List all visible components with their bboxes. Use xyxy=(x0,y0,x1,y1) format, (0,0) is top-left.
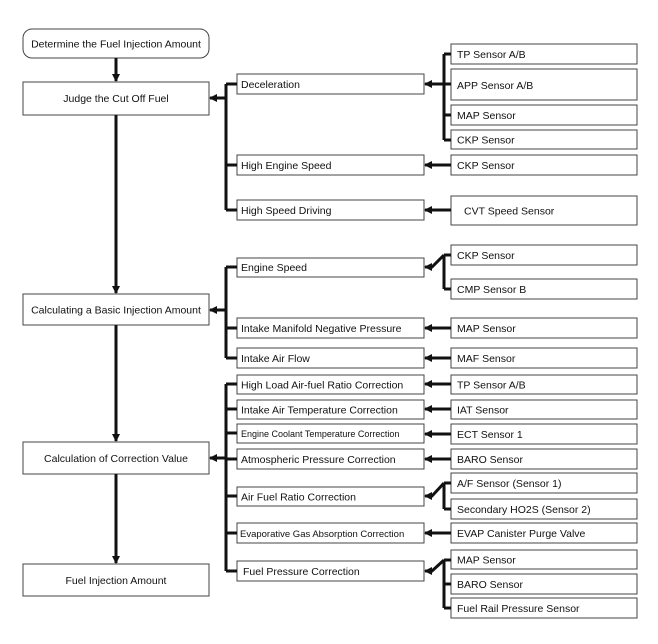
box-sensor-iat: IAT Sensor xyxy=(450,399,638,420)
label-sensor-ckp-1: CKP Sensor xyxy=(457,135,515,147)
box-sensor-fuel-rail: Fuel Rail Pressure Sensor xyxy=(450,597,638,619)
box-sensor-baro-2: BARO Sensor xyxy=(450,573,638,595)
label-intake-air-flow: Intake Air Flow xyxy=(241,353,310,365)
box-engine-speed: Engine Speed xyxy=(236,257,425,278)
label-determine-fuel-injection-amount: Determine the Fuel Injection Amount xyxy=(31,39,201,51)
label-fuel-pressure-correction: Fuel Pressure Correction xyxy=(243,566,360,578)
label-sensor-iat: IAT Sensor xyxy=(457,405,509,417)
middle-column-boxes: Deceleration High Engine Speed High Spee… xyxy=(236,73,425,582)
box-engine-coolant-temperature-correction: Engine Coolant Temperature Correction xyxy=(236,423,425,444)
label-engine-speed: Engine Speed xyxy=(241,262,307,274)
label-sensor-evap-purge: EVAP Canister Purge Valve xyxy=(457,528,586,540)
label-atmospheric-pressure-correction: Atmospheric Pressure Correction xyxy=(241,454,396,466)
label-sensor-maf: MAF Sensor xyxy=(457,353,516,365)
box-evaporative-gas-absorption-correction: Evaporative Gas Absorption Correction xyxy=(236,522,425,544)
label-sensor-fuel-rail: Fuel Rail Pressure Sensor xyxy=(457,603,580,615)
box-atmospheric-pressure-correction: Atmospheric Pressure Correction xyxy=(236,448,425,470)
label-intake-air-temperature-correction: Intake Air Temperature Correction xyxy=(241,405,398,417)
box-high-engine-speed: High Engine Speed xyxy=(236,154,425,176)
label-sensor-af-sensor-1: A/F Sensor (Sensor 1) xyxy=(457,478,561,490)
label-evaporative-gas-absorption-correction: Evaporative Gas Absorption Correction xyxy=(240,529,404,540)
label-sensor-map-3: MAP Sensor xyxy=(457,555,516,567)
box-judge-cut-off-fuel: Judge the Cut Off Fuel xyxy=(22,81,210,116)
label-fuel-injection-amount: Fuel Injection Amount xyxy=(66,575,167,587)
box-air-fuel-ratio-correction: Air Fuel Ratio Correction xyxy=(236,486,425,507)
label-air-fuel-ratio-correction: Air Fuel Ratio Correction xyxy=(241,492,356,504)
label-sensor-cvt-speed: CVT Speed Sensor xyxy=(464,206,555,218)
box-deceleration: Deceleration xyxy=(236,73,425,95)
box-sensor-map-2: MAP Sensor xyxy=(450,317,638,339)
box-sensor-maf: MAF Sensor xyxy=(450,347,638,369)
box-sensor-cvt-speed: CVT Speed Sensor xyxy=(450,195,638,226)
box-sensor-ect-1: ECT Sensor 1 xyxy=(450,423,638,445)
box-intake-air-flow: Intake Air Flow xyxy=(236,347,425,369)
label-sensor-tp-ab-2: TP Sensor A/B xyxy=(457,380,526,392)
label-sensor-map-1: MAP Sensor xyxy=(457,110,516,122)
label-high-load-air-fuel-ratio-correction: High Load Air-fuel Ratio Correction xyxy=(241,380,403,392)
box-sensor-tp-ab-2: TP Sensor A/B xyxy=(450,374,638,395)
box-sensor-af-sensor-1: A/F Sensor (Sensor 1) xyxy=(450,472,638,494)
box-sensor-tp-ab-1: TP Sensor A/B xyxy=(450,43,638,65)
box-high-speed-driving: High Speed Driving xyxy=(236,199,425,221)
label-engine-coolant-temperature-correction: Engine Coolant Temperature Correction xyxy=(241,429,399,439)
label-sensor-ect-1: ECT Sensor 1 xyxy=(457,429,523,441)
label-judge-cut-off-fuel: Judge the Cut Off Fuel xyxy=(63,93,168,105)
middle-to-left-connectors xyxy=(209,82,237,573)
label-intake-manifold-negative-pressure: Intake Manifold Negative Pressure xyxy=(241,323,402,335)
box-calculation-of-correction-value: Calculation of Correction Value xyxy=(22,441,210,475)
box-sensor-secondary-ho2s-2: Secondary HO2S (Sensor 2) xyxy=(450,498,638,520)
box-intake-manifold-negative-pressure: Intake Manifold Negative Pressure xyxy=(236,317,425,339)
label-deceleration: Deceleration xyxy=(241,79,300,91)
label-sensor-secondary-ho2s-2: Secondary HO2S (Sensor 2) xyxy=(457,504,591,516)
label-sensor-cmp-b: CMP Sensor B xyxy=(457,284,526,296)
label-sensor-tp-ab-1: TP Sensor A/B xyxy=(457,49,526,61)
box-fuel-pressure-correction: Fuel Pressure Correction xyxy=(236,560,425,582)
box-high-load-air-fuel-ratio-correction: High Load Air-fuel Ratio Correction xyxy=(236,374,425,395)
label-calculating-basic-injection-amount: Calculating a Basic Injection Amount xyxy=(31,305,201,317)
box-sensor-baro-1: BARO Sensor xyxy=(450,448,638,470)
label-sensor-app-ab: APP Sensor A/B xyxy=(457,80,533,92)
box-calculating-basic-injection-amount: Calculating a Basic Injection Amount xyxy=(22,293,210,326)
box-sensor-ckp-3: CKP Sensor xyxy=(450,244,638,266)
box-intake-air-temperature-correction: Intake Air Temperature Correction xyxy=(236,399,425,420)
sensor-boxes: TP Sensor A/B APP Sensor A/B MAP Sensor … xyxy=(450,43,638,619)
box-sensor-map-1: MAP Sensor xyxy=(450,104,638,126)
box-sensor-evap-purge: EVAP Canister Purge Valve xyxy=(450,522,638,544)
box-determine-fuel-injection-amount: Determine the Fuel Injection Amount xyxy=(22,28,210,59)
label-sensor-map-2: MAP Sensor xyxy=(457,323,516,335)
box-sensor-ckp-2: CKP Sensor xyxy=(450,154,638,176)
label-sensor-baro-2: BARO Sensor xyxy=(457,579,523,591)
label-sensor-ckp-2: CKP Sensor xyxy=(457,160,515,172)
box-sensor-ckp-1: CKP Sensor xyxy=(450,129,638,150)
sensor-to-middle-connectors xyxy=(424,52,451,610)
label-sensor-ckp-3: CKP Sensor xyxy=(457,250,515,262)
label-sensor-baro-1: BARO Sensor xyxy=(457,454,523,466)
box-sensor-cmp-b: CMP Sensor B xyxy=(450,278,638,300)
box-fuel-injection-amount: Fuel Injection Amount xyxy=(22,563,210,597)
label-high-engine-speed: High Engine Speed xyxy=(241,160,332,172)
label-high-speed-driving: High Speed Driving xyxy=(241,205,332,217)
box-sensor-app-ab: APP Sensor A/B xyxy=(450,68,638,101)
label-calculation-of-correction-value: Calculation of Correction Value xyxy=(44,453,188,465)
box-sensor-map-3: MAP Sensor xyxy=(450,549,638,570)
